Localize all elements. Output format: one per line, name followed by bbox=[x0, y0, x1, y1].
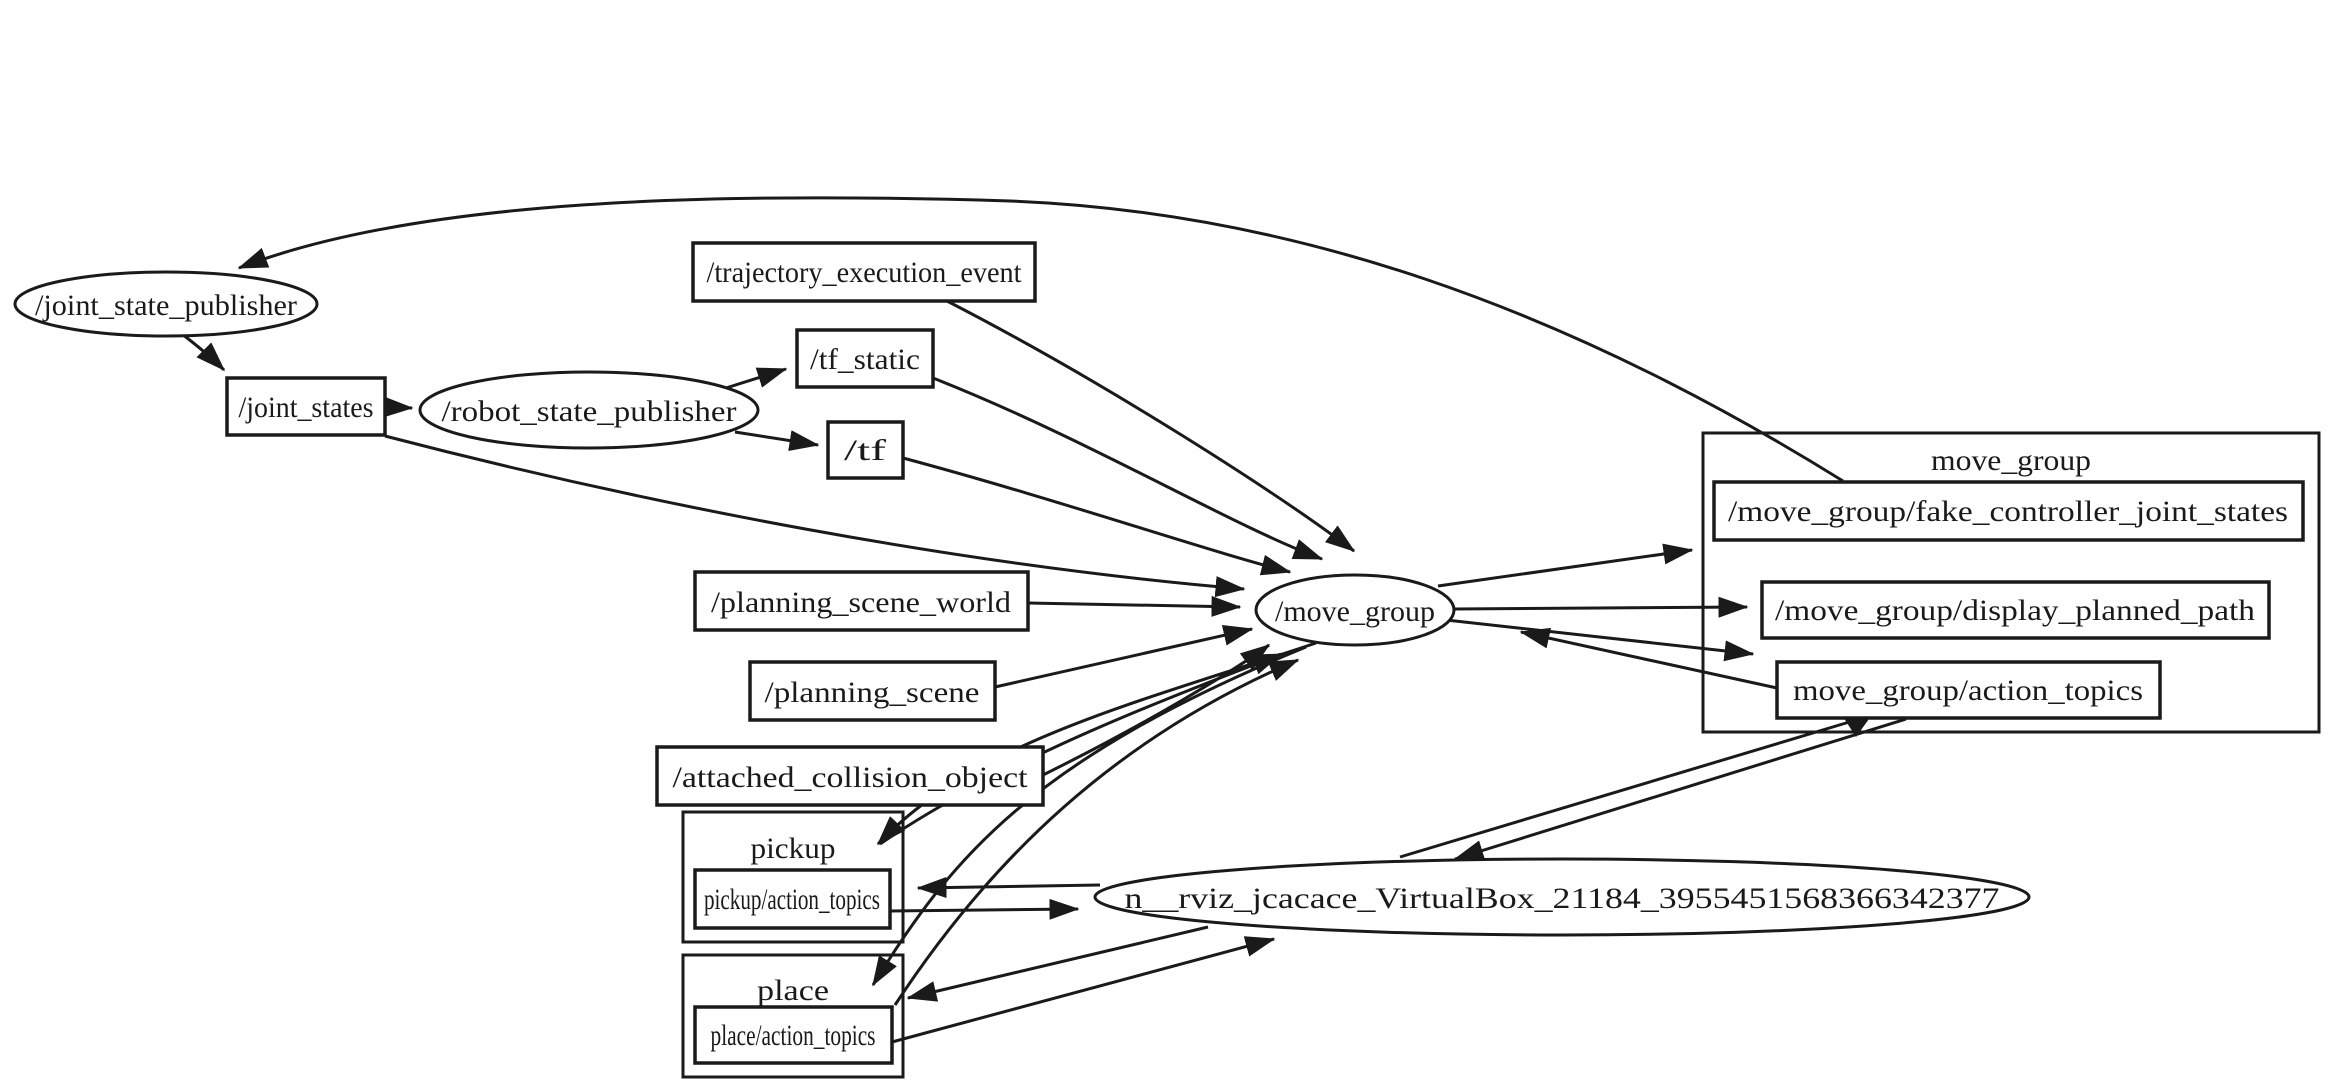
topic-trajectory-execution-event: /trajectory_execution_event bbox=[691, 241, 1037, 303]
edge-planning-scene-world-to-move-group bbox=[1027, 595, 1242, 617]
topic-tf-label: /tf bbox=[844, 434, 886, 467]
node-joint-state-publisher: /joint_state_publisher bbox=[13, 270, 319, 338]
topic-display-planned-path: /move_group/display_planned_path bbox=[1760, 580, 2271, 640]
edge-pickup-action-topics-to-move-group bbox=[879, 652, 1283, 846]
topic-tf: /tf bbox=[826, 420, 905, 480]
edge-joint-states-to-move-group bbox=[384, 434, 1246, 598]
cluster-place: place place/action_topics bbox=[681, 953, 905, 1079]
topic-trajectory-execution-event-box bbox=[691, 241, 1037, 303]
cluster-pickup: pickup pickup/action_topics bbox=[681, 810, 905, 944]
edge-layer bbox=[181, 196, 1907, 1044]
edge-mg-action-topics-to-rviz bbox=[1453, 717, 1907, 861]
topic-pickup-action-topics-box bbox=[693, 868, 892, 930]
edge-attached-collision-object-to-move-group bbox=[1042, 643, 1271, 777]
node-rviz-label: n__rviz_jcacace_VirtualBox_21184_3955451… bbox=[1125, 882, 2000, 915]
node-joint-state-publisher-shape bbox=[13, 270, 319, 338]
topic-planning-scene-box bbox=[748, 660, 997, 722]
topic-move-group-action-topics-label: move_group/action_topics bbox=[1793, 674, 2143, 707]
edge-move-group-to-fake-controller bbox=[1437, 543, 1694, 588]
topic-trajectory-execution-event-label: /trajectory_execution_event bbox=[707, 256, 1023, 289]
edge-rviz-to-mg-action-topics bbox=[1399, 718, 1857, 859]
node-joint-state-publisher-label: /joint_state_publisher bbox=[35, 289, 297, 322]
node-move-group-label: /move_group bbox=[1275, 595, 1435, 628]
edge-planning-scene-to-move-group bbox=[994, 625, 1254, 689]
topic-tf-static-box bbox=[795, 328, 935, 389]
edge-joint-states-to-rsp bbox=[383, 396, 414, 418]
topic-tf-box bbox=[826, 420, 905, 480]
node-move-group: /move_group bbox=[1254, 573, 1456, 647]
topic-tf-static: /tf_static bbox=[795, 328, 935, 389]
topic-joint-states-label: /joint_states bbox=[239, 391, 374, 424]
edge-move-group-to-place-action-topics bbox=[871, 645, 1307, 987]
topic-pickup-action-topics: pickup/action_topics bbox=[693, 868, 892, 930]
edge-trajectory-execution-event-to-move-group bbox=[946, 299, 1356, 553]
topic-attached-collision-object-label: /attached_collision_object bbox=[673, 761, 1029, 794]
edge-fake-controller-to-jsp bbox=[237, 196, 1844, 483]
edge-place-action-topics-to-rviz bbox=[891, 936, 1276, 1044]
cluster-place-label: place bbox=[757, 974, 829, 1007]
topic-joint-states: /joint_states bbox=[225, 376, 387, 437]
topic-planning-scene-world: /planning_scene_world bbox=[693, 570, 1030, 632]
topic-planning-scene-label: /planning_scene bbox=[765, 676, 980, 709]
node-robot-state-publisher-label: /robot_state_publisher bbox=[442, 395, 737, 428]
node-move-group-shape bbox=[1254, 573, 1456, 647]
edge-pickup-action-topics-to-rviz bbox=[889, 898, 1080, 920]
topic-fake-controller-joint-states-label: /move_group/fake_controller_joint_states bbox=[1728, 495, 2288, 528]
edge-rviz-to-pickup-action-topics bbox=[916, 877, 1101, 899]
edge-tf-static-to-move-group bbox=[932, 376, 1324, 561]
cluster-place-border bbox=[681, 953, 905, 1079]
topic-planning-scene-world-label: /planning_scene_world bbox=[711, 586, 1011, 619]
topic-tf-static-label: /tf_static bbox=[810, 343, 920, 376]
cluster-move-group: move_group /move_group/fake_controller_j… bbox=[1701, 431, 2321, 734]
edge-move-group-to-display-planned-path bbox=[1453, 596, 1749, 618]
cluster-pickup-border bbox=[681, 810, 905, 944]
topic-place-action-topics-box bbox=[693, 1005, 894, 1065]
node-rviz: n__rviz_jcacace_VirtualBox_21184_3955451… bbox=[1093, 857, 2031, 937]
topic-attached-collision-object: /attached_collision_object bbox=[655, 745, 1045, 807]
topic-fake-controller-joint-states: /move_group/fake_controller_joint_states bbox=[1712, 480, 2305, 542]
node-robot-state-publisher-shape bbox=[418, 370, 760, 450]
topic-joint-states-box bbox=[225, 376, 387, 437]
node-robot-state-publisher: /robot_state_publisher bbox=[418, 370, 760, 450]
cluster-move-group-label: move_group bbox=[1931, 444, 2091, 477]
node-rviz-shape bbox=[1093, 857, 2031, 937]
cluster-pickup-label: pickup bbox=[751, 832, 836, 865]
topic-planning-scene-world-box bbox=[693, 570, 1030, 632]
topic-pickup-action-topics-label: pickup/action_topics bbox=[704, 883, 880, 916]
edge-tf-to-move-group bbox=[902, 456, 1292, 576]
topic-display-planned-path-box bbox=[1760, 580, 2271, 640]
topic-display-planned-path-label: /move_group/display_planned_path bbox=[1775, 594, 2255, 627]
topic-fake-controller-joint-states-box bbox=[1712, 480, 2305, 542]
edge-place-action-topics-to-move-group bbox=[893, 658, 1300, 1006]
edge-rsp-to-tf bbox=[734, 430, 820, 451]
cluster-move-group-border bbox=[1701, 431, 2321, 734]
topic-attached-collision-object-box bbox=[655, 745, 1045, 807]
topic-planning-scene: /planning_scene bbox=[748, 660, 997, 722]
topic-place-action-topics-label: place/action_topics bbox=[711, 1019, 876, 1052]
edge-jsp-to-joint-states bbox=[181, 332, 226, 372]
topic-place-action-topics: place/action_topics bbox=[693, 1005, 894, 1065]
edge-mg-action-topics-to-move-group bbox=[1519, 627, 1778, 690]
topic-move-group-action-topics-box bbox=[1775, 660, 2162, 720]
edge-rviz-to-place-action-topics bbox=[906, 925, 1209, 1002]
edge-rsp-to-tf-static bbox=[725, 367, 788, 390]
topic-move-group-action-topics: move_group/action_topics bbox=[1775, 660, 2162, 720]
